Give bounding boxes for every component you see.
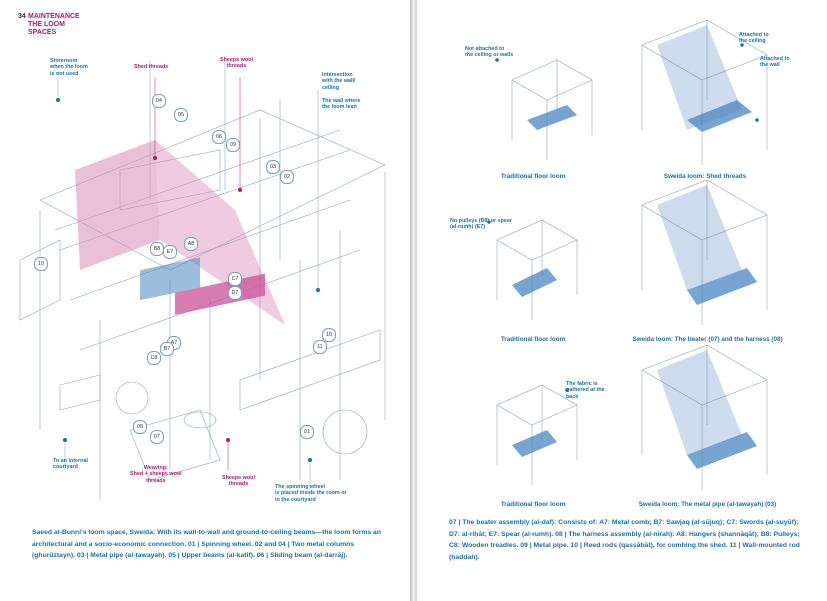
subcaption-1: Traditional floor loom <box>500 173 566 180</box>
section-title: MAINTENANCE <box>28 13 80 20</box>
label-sheeps-wool-bottom: Sheeps wool threads <box>222 475 255 488</box>
page-number: 34 <box>18 13 26 20</box>
tag-b8: B8 <box>150 242 164 256</box>
page-header: 34 MAINTENANCE THE LOOM SPACES <box>18 13 80 36</box>
left-caption: Saeed al-Bunni's loom space, Sweida: Wit… <box>32 529 381 559</box>
label-shed-threads: Shed threads <box>134 64 169 70</box>
label-no-pulleys: No pulleys (B8) or spear (al-rumḥ) (E7) <box>450 218 513 231</box>
label-spinning-wheel: The spinning wheel is placed inside the … <box>275 484 347 503</box>
loom-space-drawing <box>19 60 386 500</box>
tag-03: 03 <box>266 160 280 174</box>
tag-07: 07 <box>150 430 164 444</box>
tag-d7: D7 <box>228 286 242 300</box>
right-caption: 07 | The beater assembly (al-daf): Consi… <box>449 519 800 561</box>
label-intersection: Intersection with the wall/ ceiling <box>322 72 356 91</box>
label-weaving: Weaving: Shed + sheeps wool threads <box>130 465 182 484</box>
tag-09: 09 <box>226 138 240 152</box>
label-fabric-gathered: The fabric is gathered at the back <box>566 381 605 400</box>
tag-c8: C8 <box>147 351 161 365</box>
label-storeroom: Storeroom when the loom is not used <box>50 58 88 77</box>
label-internal-courtyard: To an internal courtyard <box>53 458 88 471</box>
right-page: Not attached to the ceiling or walls Att… <box>417 0 827 601</box>
tag-c7: C7 <box>228 272 242 286</box>
label-not-attached: Not attached to the ceiling or walls <box>465 46 514 59</box>
tag-02: 02 <box>280 170 294 184</box>
tag-05: 05 <box>174 108 188 122</box>
label-wall-lean: The wall where the loom lean <box>322 98 361 111</box>
tag-04: 04 <box>152 94 166 108</box>
label-attached-ceiling: Attached to the ceiling <box>739 32 769 45</box>
tag-e7: E7 <box>163 245 177 259</box>
book-gutter <box>410 0 417 601</box>
subcaption-2: Sweida loom: Shed threads <box>663 173 747 180</box>
left-page: 34 MAINTENANCE THE LOOM SPACES <box>0 0 410 601</box>
subcaption-5: Traditional floor loom <box>500 501 566 508</box>
tag-11: 11 <box>313 340 327 354</box>
tag-a8: A8 <box>184 237 198 251</box>
label-attached-wall: Attached to the wall <box>760 56 790 69</box>
subcaption-3: Traditional floor loom <box>500 336 566 343</box>
tag-01: 01 <box>300 425 314 439</box>
label-sheeps-wool-top: Sheeps wool threads <box>220 57 253 70</box>
subcaption-6: Sweida loom: The metal pipe (al-ṭawayah)… <box>638 501 777 508</box>
tag-b7: B7 <box>160 342 174 356</box>
page-title: THE LOOM SPACES <box>28 21 65 36</box>
subcaption-4: Sweida loom: The beater (07) and the har… <box>632 336 783 343</box>
tag-10-right: 10 <box>322 328 336 342</box>
tag-06: 06 <box>212 130 226 144</box>
tag-08: 08 <box>133 420 147 434</box>
tag-10-left: 10 <box>34 257 48 271</box>
loom-thumbnails <box>487 19 768 490</box>
